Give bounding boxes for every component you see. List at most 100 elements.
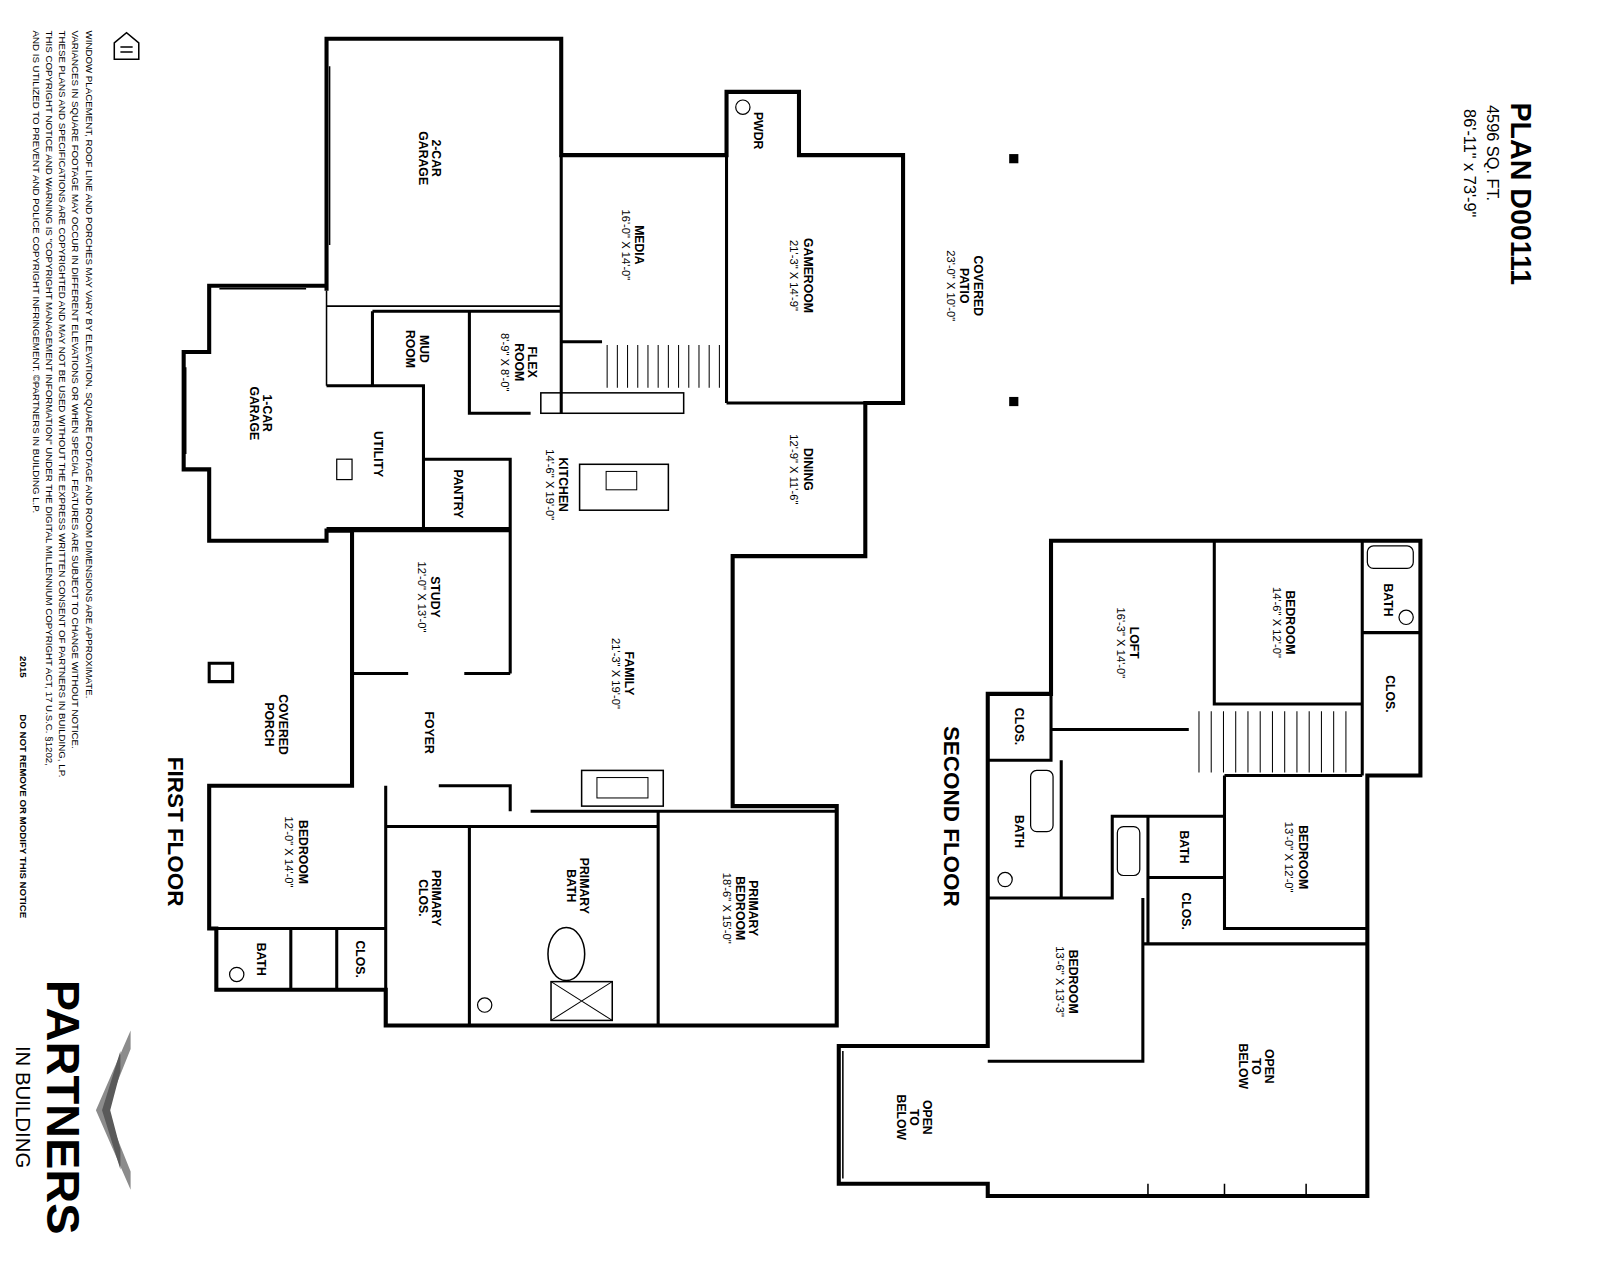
room-name: PRIMARY BATH: [563, 858, 590, 914]
room: FAMILY21'-3" X 19'-0": [510, 556, 732, 806]
room-label: KITCHEN14'-6" X 19'-0": [543, 449, 569, 520]
notice-line: THIS COPYRIGHT NOTICE AND WARNING IS "CO…: [42, 31, 53, 766]
room-name: BATH: [253, 943, 266, 976]
room-label: COVERED PORCH: [262, 694, 289, 755]
room-name: OPEN TO BELOW: [893, 1095, 933, 1141]
notice-year: 2015: [17, 656, 28, 678]
room: UTILITY: [327, 386, 424, 529]
room-dimension: 12'-9" X 11'-6": [788, 434, 800, 504]
notice-line: AND IS UTILIZED TO PREVENT AND POLICE CO…: [29, 31, 40, 514]
room-name: PRIMARY CLOS.: [415, 870, 442, 926]
room-name: MUD ROOM: [403, 330, 430, 368]
room: CLOS.: [1148, 878, 1225, 944]
room: PANTRY: [423, 459, 510, 528]
room: 1-CAR GARAGE: [209, 286, 326, 541]
room-dimension: 23'-0" X 10'-0": [945, 250, 957, 321]
room-name: FLEX ROOM: [511, 343, 538, 381]
room-name: BEDROOM: [1066, 946, 1079, 1017]
room-label: PWDR: [750, 112, 763, 149]
room-name: GAMEROOM: [800, 238, 813, 313]
room-name: OPEN TO BELOW: [1235, 1044, 1275, 1090]
room-label: BATH: [1012, 815, 1025, 848]
room-dimension: 18'-6" X 15'-0": [720, 873, 732, 944]
room-label: COVERED PATIO23'-0" X 10'-0": [945, 250, 984, 321]
room: MUD ROOM: [372, 311, 469, 385]
room-name: KITCHEN: [556, 449, 569, 520]
room-label: MUD ROOM: [403, 330, 430, 368]
room-dimension: 16'-3" X 14'-0": [1115, 607, 1127, 678]
square-footage: 4596 SQ. FT.: [1482, 105, 1501, 201]
room-name: COVERED PORCH: [262, 694, 289, 755]
room-label: CLOS.: [1012, 708, 1025, 745]
room-name: BATH: [1012, 815, 1025, 848]
room-dimension: 21'-3" X 14'-9": [788, 238, 800, 313]
brand-tagline: IN BUILDING: [11, 1046, 34, 1168]
room-name: CLOS.: [1012, 708, 1025, 745]
room-name: CLOS.: [352, 940, 365, 977]
room-name: BATH: [1177, 830, 1190, 863]
room-label: PANTRY: [450, 469, 463, 518]
room-name: CLOS.: [1383, 675, 1396, 712]
room-label: BEDROOM12'-0" X 14'-0": [283, 817, 309, 888]
room-label: UTILITY: [371, 431, 384, 477]
room-label: BEDROOM13'-0" X 12'-0": [1283, 822, 1309, 893]
room-label: CLOS.: [352, 940, 365, 977]
room-name: BEDROOM: [1295, 822, 1308, 893]
room-dimension: 12'-0" X 13'-0": [416, 561, 428, 632]
room: PRIMARY BEDROOM18'-6" X 15'-0": [658, 811, 837, 1025]
notice-line: WINDOW PLACEMENT, ROOF LINE AND PORCHES …: [82, 31, 93, 699]
room-label: LOFT16'-3" X 14'-0": [1115, 607, 1141, 678]
room: LOFT16'-3" X 14'-0": [1051, 541, 1214, 730]
room: PWDR: [727, 92, 799, 155]
room: CLOS.: [1362, 633, 1420, 776]
room: BEDROOM12'-0" X 14'-0": [216, 786, 385, 929]
room-name: DINING: [800, 434, 813, 504]
room: BATH: [1148, 816, 1225, 877]
room-dimension: 13'-6" X 13'-3": [1053, 946, 1065, 1017]
room-label: STUDY12'-0" X 13'-0": [416, 561, 442, 632]
room: KITCHEN14'-6" X 19'-0": [510, 413, 704, 556]
room-dimension: 14'-6" X 19'-0": [543, 449, 555, 520]
room-label: CLOS.: [1383, 675, 1396, 712]
room: CLOS.: [988, 694, 1051, 760]
room-label: OPEN TO BELOW: [893, 1095, 933, 1141]
room-label: DINING12'-9" X 11'-6": [788, 434, 814, 504]
room: BATH: [216, 929, 290, 988]
room: PRIMARY CLOS.: [386, 827, 470, 1026]
room: COVERED PATIO23'-0" X 10'-0": [903, 158, 1015, 403]
room: STUDY12'-0" X 13'-0": [352, 531, 510, 674]
room: OPEN TO BELOW: [1143, 944, 1367, 1194]
room-name: UTILITY: [371, 431, 384, 477]
room-dimension: 21'-3" X 19'-0": [610, 638, 622, 709]
room-label: PRIMARY CLOS.: [415, 870, 442, 926]
room: DINING12'-9" X 11'-6": [704, 406, 865, 556]
room-name: BATH: [1381, 583, 1394, 616]
room-name: CLOS.: [1179, 893, 1192, 930]
room-label: MEDIA16'-0" X 14'-0": [620, 209, 646, 280]
room-name: PWDR: [750, 112, 763, 149]
room: MEDIA16'-0" X 14'-0": [561, 155, 726, 342]
room: FOYER: [352, 673, 510, 785]
room-dimension: 8'-9" X 8'-0": [499, 333, 511, 391]
room-label: PRIMARY BEDROOM18'-6" X 15'-0": [720, 873, 759, 944]
room: FLEX ROOM8'-9" X 8'-0": [469, 311, 561, 413]
room: COVERED PORCH: [209, 663, 352, 785]
room-label: BEDROOM13'-6" X 13'-3": [1053, 946, 1079, 1017]
room-name: FOYER: [422, 712, 435, 754]
room-dimension: 14'-6" X 12'-0": [1271, 587, 1283, 658]
room-label: PRIMARY BATH: [563, 858, 590, 914]
room-label: BATH: [253, 943, 266, 976]
plan-title: PLAN D00111: [1504, 103, 1537, 286]
floor-title: SECOND FLOOR: [938, 726, 964, 907]
notice-warning: DO NOT REMOVE OR MODIFY THIS NOTICE: [17, 714, 28, 918]
room-name: BEDROOM: [1283, 587, 1296, 658]
room-label: 2-CAR GARAGE: [415, 131, 442, 185]
room-label: OPEN TO BELOW: [1235, 1044, 1275, 1090]
notice-line: VARIANCES IN SQUARE FOOTAGE MAY OCCUR IN…: [69, 31, 80, 749]
room-dimension: 12'-0" X 14'-0": [283, 817, 295, 888]
room-dimension: 13'-0" X 12'-0": [1283, 822, 1295, 893]
room-name: PANTRY: [450, 469, 463, 518]
brand-name: PARTNERS: [40, 980, 87, 1235]
room: 2-CAR GARAGE: [327, 39, 562, 306]
